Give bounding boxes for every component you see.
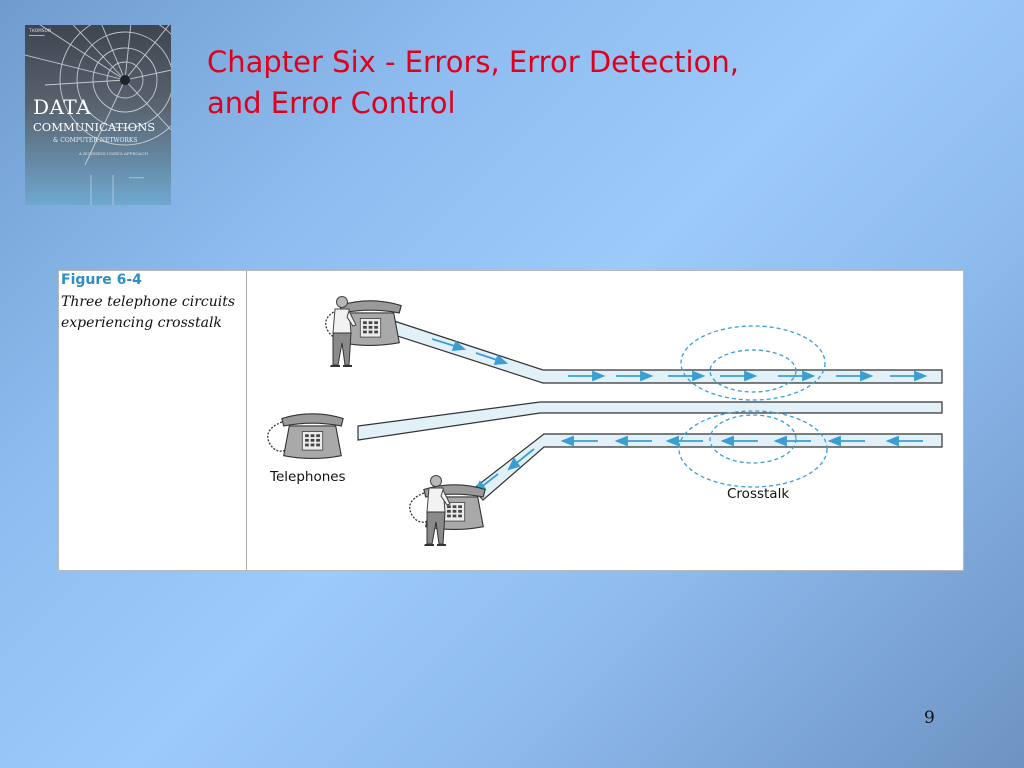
slide-title-line1: Chapter Six - Errors, Error Detection,	[207, 45, 739, 79]
figure-panel: Figure 6-4 Three telephone circuits expe…	[58, 270, 964, 571]
crosstalk-label: Crosstalk	[727, 486, 790, 502]
circuit-bottom	[472, 433, 943, 501]
figure-divider	[246, 271, 247, 570]
arrows-top-circuit	[431, 338, 928, 382]
figure-number: Figure 6-4	[61, 272, 142, 288]
circuit-top	[387, 318, 943, 384]
telephones-label: Telephones	[270, 469, 346, 485]
crosstalk-rings	[678, 325, 828, 488]
page-number: 9	[924, 708, 935, 728]
book-cover: THOMSON━━━━━━ DATA COMMUNICATIONS & COMP…	[25, 25, 171, 205]
cover-title-communications: COMMUNICATIONS	[33, 120, 156, 134]
slide-title-line2: and Error Control	[207, 86, 456, 120]
telephone-bottom	[409, 484, 486, 531]
telephone-middle	[267, 413, 344, 460]
figure-caption: Three telephone circuits experiencing cr…	[61, 294, 236, 331]
cover-tagline: A BUSINESS USER'S APPROACH	[79, 151, 149, 156]
crosstalk-diagram	[267, 296, 943, 547]
circuit-lines	[357, 318, 943, 501]
circuit-middle	[357, 401, 943, 441]
cover-title-data: DATA	[33, 95, 92, 119]
cover-edition: ━━━━━━━	[129, 176, 144, 180]
slide-title: Chapter Six - Errors, Error Detection, a…	[207, 42, 867, 124]
satellite-dish-graphic	[25, 25, 171, 205]
cover-subtitle: & COMPUTER NETWORKS	[53, 137, 138, 144]
publisher-logo: THOMSON━━━━━━	[29, 28, 52, 38]
